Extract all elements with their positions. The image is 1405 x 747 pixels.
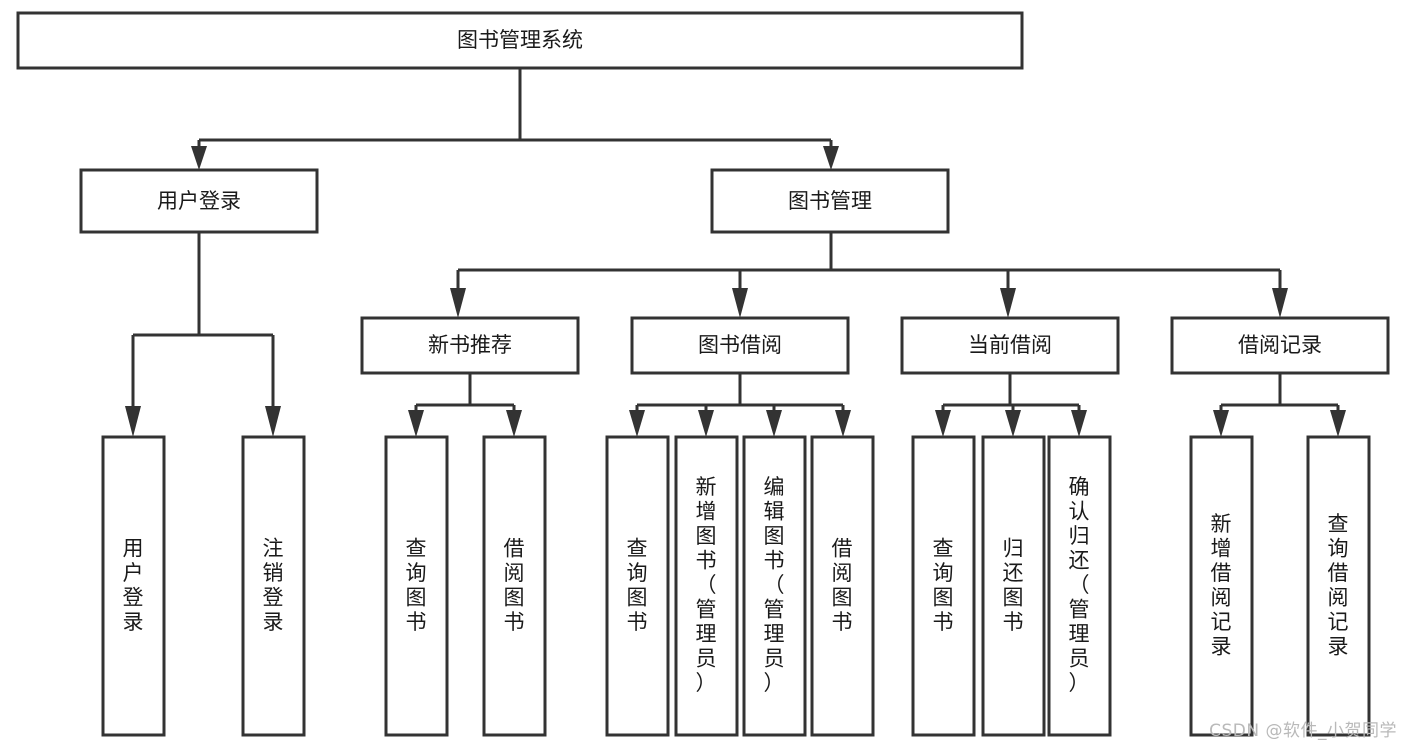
leaf-book-borrow-1-label: 查询图书 xyxy=(627,536,648,634)
arrowhead-user-login xyxy=(191,146,207,170)
arrowhead-leaf-user-login-1 xyxy=(125,406,141,437)
arrowhead-leaf-new-book-2 xyxy=(506,410,522,437)
arrowhead-current-borrow xyxy=(1000,288,1016,318)
leaf-book-borrow-3-box[interactable] xyxy=(742,435,807,737)
node-user-login-box[interactable] xyxy=(79,168,319,234)
leaf-user-login-2-label: 注销登录 xyxy=(263,536,284,634)
arrowhead-leaf-book-borrow-3 xyxy=(766,410,782,437)
leaf-current-borrow-1-box[interactable] xyxy=(911,435,976,737)
leaf-borrow-record-1[interactable]: 新增借阅记录 xyxy=(1189,435,1254,737)
node-user-login[interactable]: 用户登录 xyxy=(79,168,319,234)
node-book-manage-box[interactable] xyxy=(710,168,950,234)
node-book-borrow-box[interactable] xyxy=(630,316,850,375)
leaf-current-borrow-3-label: 确认归还（管理员） xyxy=(1069,475,1090,695)
arrowhead-borrow-record xyxy=(1272,288,1288,318)
node-current-borrow-box[interactable] xyxy=(900,316,1120,375)
leaf-borrow-record-1-label: 新增借阅记录 xyxy=(1211,512,1232,659)
leaf-book-borrow-4[interactable]: 借阅图书 xyxy=(810,435,875,737)
node-borrow-record[interactable]: 借阅记录 xyxy=(1170,316,1390,375)
node-user-login-label: 用户登录 xyxy=(157,189,241,213)
nodes-layer: 图书管理系统 用户登录 图书管理 新书推荐 图书借阅 当前 xyxy=(16,11,1390,737)
node-borrow-record-label: 借阅记录 xyxy=(1238,333,1322,357)
arrowhead-leaf-current-borrow-3 xyxy=(1071,410,1087,437)
node-borrow-record-box[interactable] xyxy=(1170,316,1390,375)
node-root-label: 图书管理系统 xyxy=(457,28,583,52)
leaf-book-borrow-1-box[interactable] xyxy=(605,435,670,737)
leaf-book-borrow-3-label: 编辑图书（管理员） xyxy=(764,475,785,695)
node-book-borrow[interactable]: 图书借阅 xyxy=(630,316,850,375)
leaf-new-book-1-label: 查询图书 xyxy=(406,536,427,634)
arrowhead-leaf-borrow-record-2 xyxy=(1330,410,1346,437)
leaf-current-borrow-2[interactable]: 归还图书 xyxy=(981,435,1046,737)
leaf-book-borrow-3[interactable]: 编辑图书（管理员） xyxy=(742,435,807,737)
leaf-user-login-2[interactable]: 注销登录 xyxy=(241,435,306,737)
node-book-borrow-label: 图书借阅 xyxy=(698,333,782,357)
leaf-current-borrow-3[interactable]: 确认归还（管理员） xyxy=(1047,435,1112,737)
arrowhead-leaf-current-borrow-1 xyxy=(935,410,951,437)
leaf-new-book-1[interactable]: 查询图书 xyxy=(384,435,449,737)
leaf-current-borrow-1-label: 查询图书 xyxy=(933,536,954,634)
leaf-new-book-1-box[interactable] xyxy=(384,435,449,737)
node-root-box[interactable] xyxy=(16,11,1024,70)
leaf-book-borrow-2-box[interactable] xyxy=(674,435,739,737)
node-new-book-recommend-box[interactable] xyxy=(360,316,580,375)
arrowhead-leaf-new-book-1 xyxy=(408,410,424,437)
leaf-user-login-1[interactable]: 用户登录 xyxy=(101,435,166,737)
arrowhead-book-borrow xyxy=(732,288,748,318)
arrowhead-book-manage xyxy=(823,146,839,170)
leaf-current-borrow-2-box[interactable] xyxy=(981,435,1046,737)
node-new-book-recommend[interactable]: 新书推荐 xyxy=(360,316,580,375)
leaf-book-borrow-2[interactable]: 新增图书（管理员） xyxy=(674,435,739,737)
leaf-user-login-1-label: 用户登录 xyxy=(123,536,144,634)
node-book-manage-label: 图书管理 xyxy=(788,189,872,213)
leaf-book-borrow-4-box[interactable] xyxy=(810,435,875,737)
leaf-user-login-2-box[interactable] xyxy=(241,435,306,737)
leaf-book-borrow-1[interactable]: 查询图书 xyxy=(605,435,670,737)
leaf-new-book-2-label: 借阅图书 xyxy=(504,536,525,634)
leaf-new-book-2-box[interactable] xyxy=(482,435,547,737)
leaf-user-login-1-box[interactable] xyxy=(101,435,166,737)
arrowhead-leaf-book-borrow-4 xyxy=(835,410,851,437)
leaf-borrow-record-2[interactable]: 查询借阅记录 xyxy=(1306,435,1371,737)
leaf-book-borrow-2-label: 新增图书（管理员） xyxy=(696,475,717,695)
node-book-manage[interactable]: 图书管理 xyxy=(710,168,950,234)
node-current-borrow-label: 当前借阅 xyxy=(968,333,1052,357)
leaf-current-borrow-3-box[interactable] xyxy=(1047,435,1112,737)
arrowhead-leaf-current-borrow-2 xyxy=(1005,410,1021,437)
arrowhead-leaf-book-borrow-1 xyxy=(629,410,645,437)
node-new-book-recommend-label: 新书推荐 xyxy=(428,333,512,357)
leaf-book-borrow-4-label: 借阅图书 xyxy=(832,536,853,634)
leaf-borrow-record-1-box[interactable] xyxy=(1189,435,1254,737)
connectors-layer xyxy=(125,68,1346,437)
node-current-borrow[interactable]: 当前借阅 xyxy=(900,316,1120,375)
node-root[interactable]: 图书管理系统 xyxy=(16,11,1024,70)
arrowhead-leaf-user-login-2 xyxy=(265,406,281,437)
leaf-current-borrow-2-label: 归还图书 xyxy=(1003,536,1024,634)
leaf-new-book-2[interactable]: 借阅图书 xyxy=(482,435,547,737)
arrowhead-leaf-book-borrow-2 xyxy=(698,410,714,437)
arrowhead-leaf-borrow-record-1 xyxy=(1213,410,1229,437)
leaf-borrow-record-2-label: 查询借阅记录 xyxy=(1328,512,1349,659)
leaf-borrow-record-2-box[interactable] xyxy=(1306,435,1371,737)
leaf-current-borrow-1[interactable]: 查询图书 xyxy=(911,435,976,737)
arrowhead-new-book xyxy=(450,288,466,318)
